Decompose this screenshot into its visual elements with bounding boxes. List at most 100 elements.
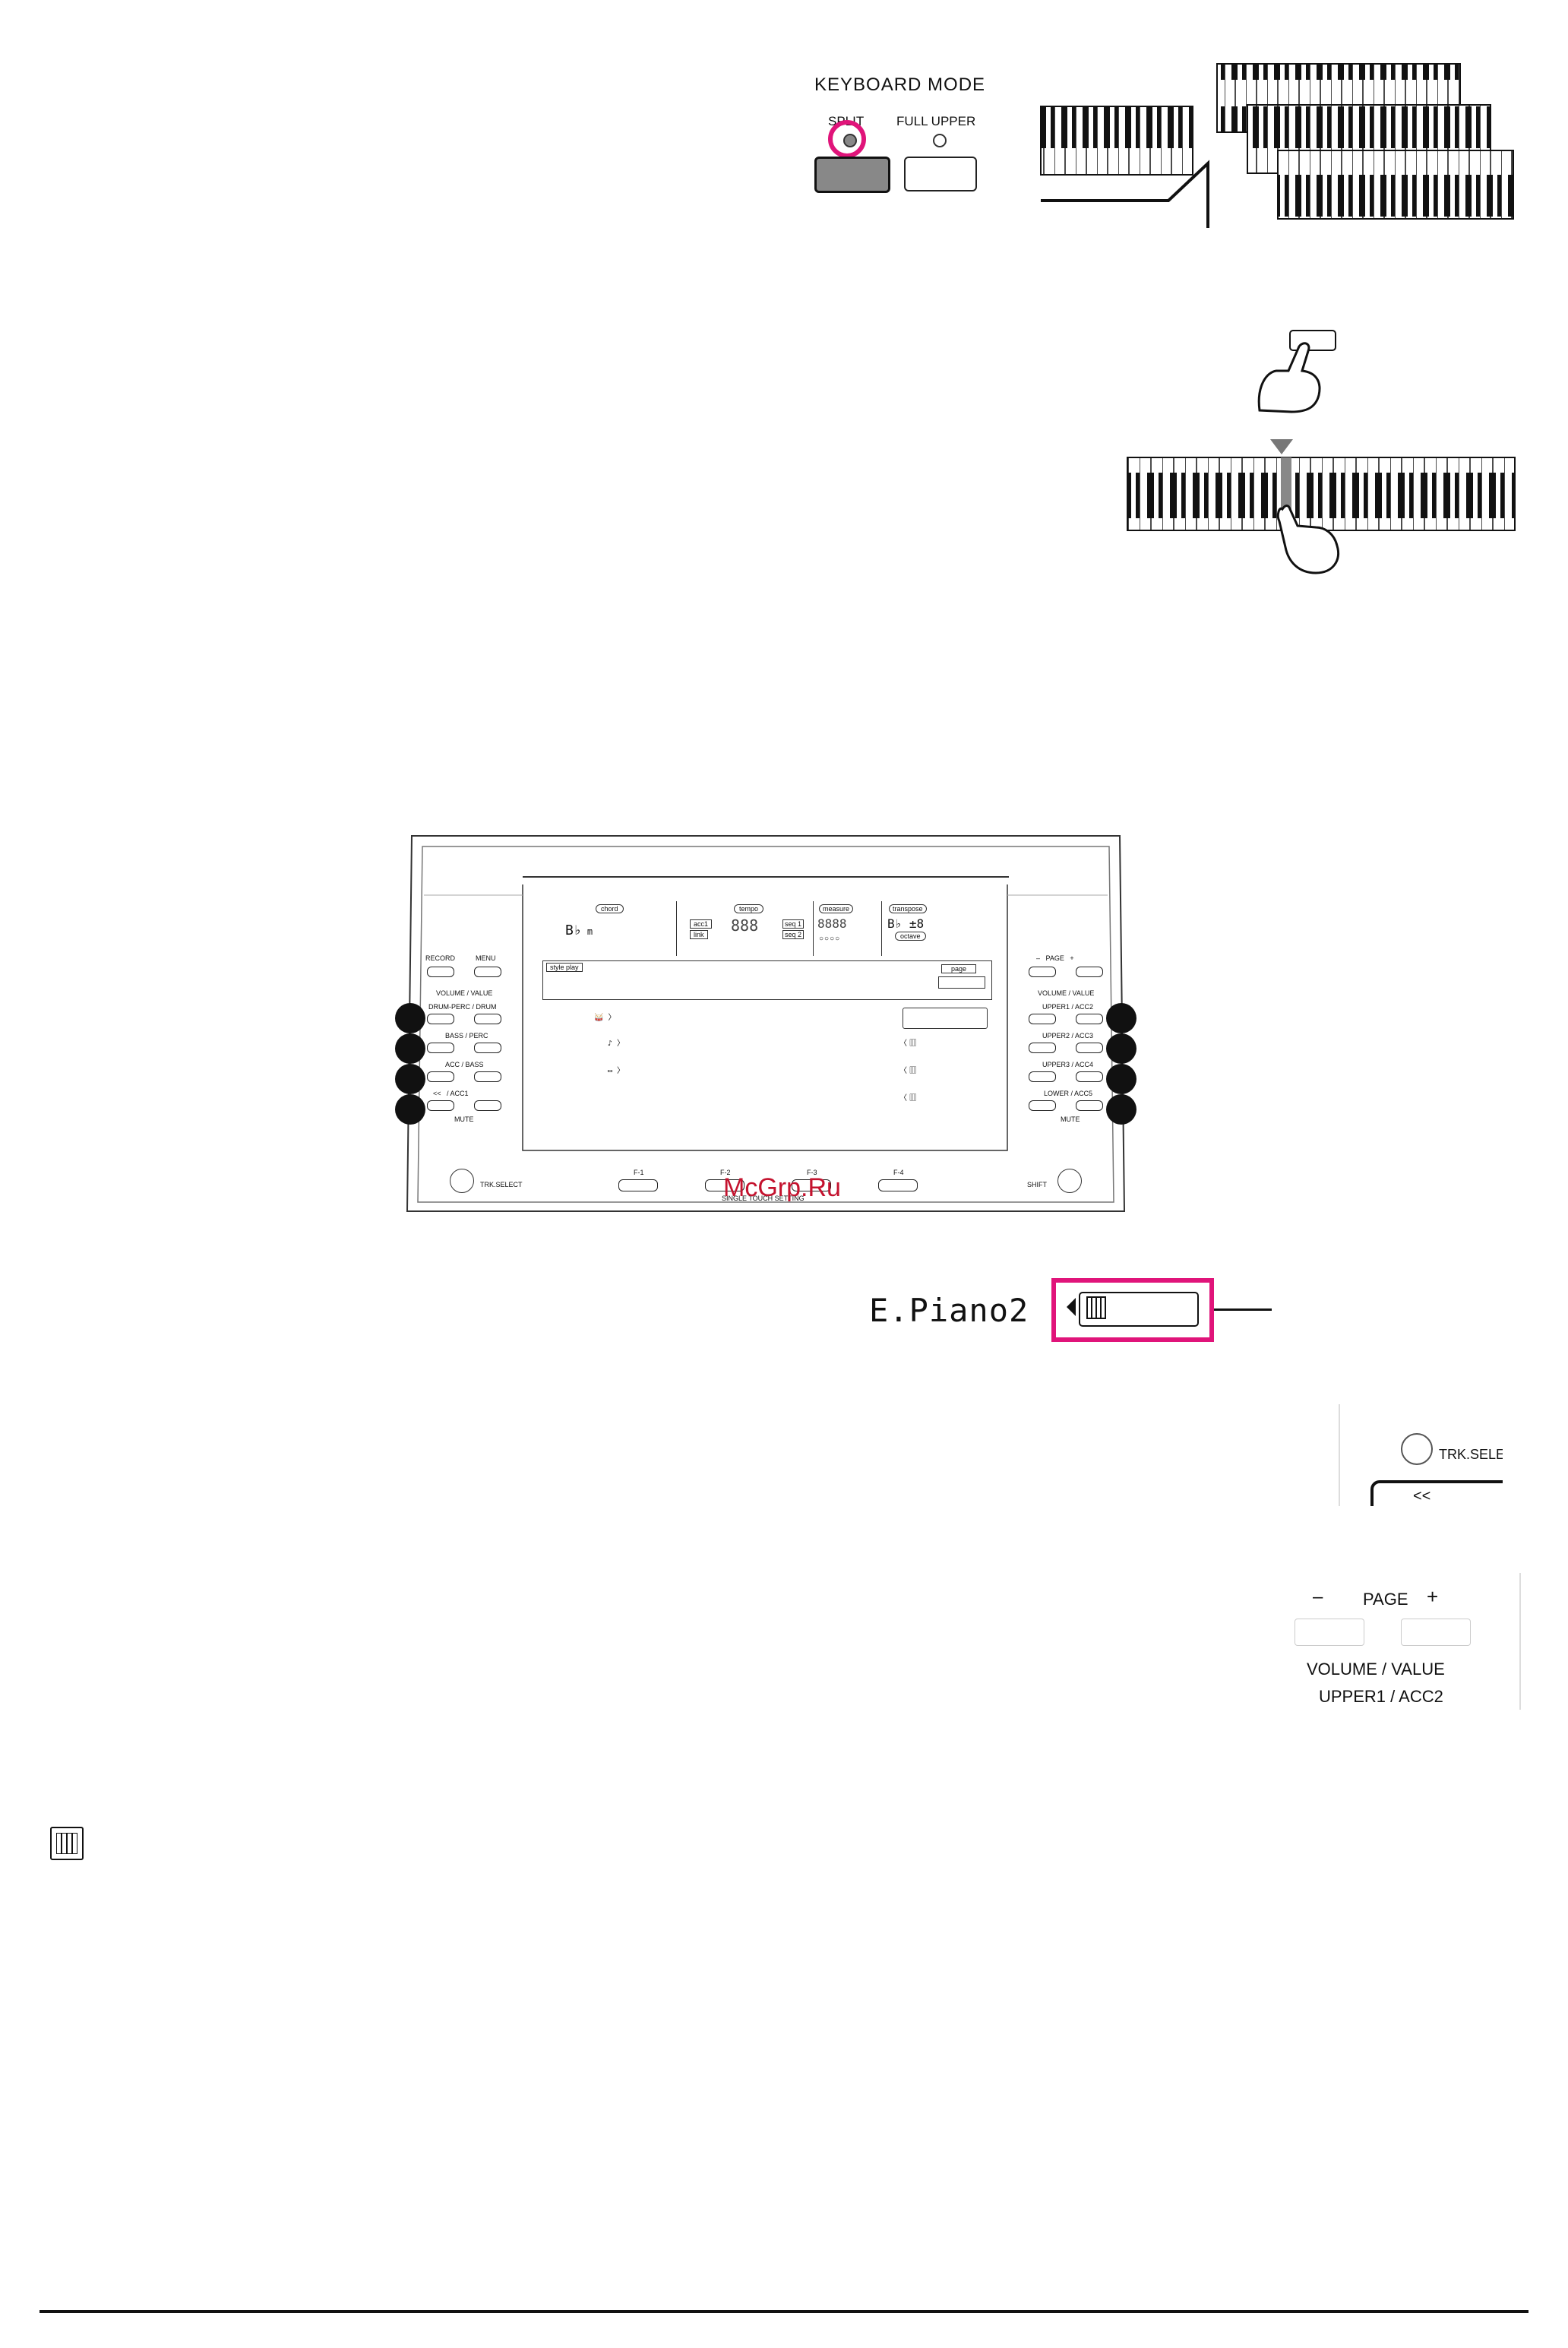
measure-label: measure [819, 904, 854, 913]
single-touch-label: SINGLE TOUCH SETTING [722, 1195, 805, 1202]
bass-perc-button-a[interactable] [427, 1043, 454, 1053]
left-callout-dot-3 [395, 1064, 425, 1094]
upper2-button-a[interactable] [1029, 1043, 1056, 1053]
track-arrow-icon [1067, 1298, 1076, 1316]
bass-track-icon: ♪ 〉 [608, 1040, 625, 1048]
f2-label: F-2 [720, 1169, 731, 1176]
f1-button[interactable] [618, 1179, 658, 1191]
tempo-label: tempo [734, 904, 764, 913]
page-crop-volume-value: VOLUME / VALUE [1307, 1660, 1445, 1679]
left-callout-dot-4 [395, 1094, 425, 1125]
track-sound-name: E.Piano2 [869, 1292, 1029, 1329]
left-callout-dot-2 [395, 1033, 425, 1064]
acc-bass-button-a[interactable] [427, 1071, 454, 1082]
right-row1-label: UPPER1 / ACC2 [1042, 1003, 1094, 1011]
f3-button[interactable] [792, 1179, 831, 1191]
page-minus-button[interactable] [1029, 967, 1056, 977]
left-row3-label: ACC / BASS [445, 1061, 484, 1068]
drum-track-icon: 🥁 〉 [594, 1014, 616, 1022]
f4-button[interactable] [878, 1179, 918, 1191]
keyboard-split-illustration [1040, 63, 1514, 228]
split-button[interactable] [814, 157, 890, 193]
track-highlight-box [1051, 1278, 1214, 1342]
trk-select-knob[interactable] [450, 1169, 474, 1193]
right-callout-dot-2 [1106, 1033, 1136, 1064]
page-footer-rule [40, 2310, 1528, 2313]
upper1-track-slot [903, 1008, 988, 1029]
drum-perc-button-b[interactable] [474, 1014, 501, 1024]
left-callout-dot-1 [395, 1003, 425, 1033]
acc1-button-a[interactable] [427, 1100, 454, 1111]
record-button[interactable] [427, 967, 454, 977]
page-crop-plus-button[interactable] [1401, 1619, 1471, 1646]
upper2-button-b[interactable] [1076, 1043, 1103, 1053]
shift-label: SHIFT [1027, 1181, 1047, 1188]
full-upper-label: FULL UPPER [896, 114, 976, 128]
right-row4-label: LOWER / ACC5 [1044, 1090, 1093, 1097]
watermark: McGrp.Ru [723, 1173, 841, 1202]
acc1-badge: acc1 [690, 919, 713, 929]
upper1-button-b[interactable] [1076, 1014, 1103, 1024]
left-mute-label: MUTE [454, 1115, 474, 1123]
right-row3-label: UPPER3 / ACC4 [1042, 1061, 1094, 1068]
trk-select-crop-label: TRK.SELE [1439, 1447, 1503, 1462]
right-mute-label: MUTE [1061, 1115, 1080, 1123]
full-upper-button[interactable] [904, 157, 977, 191]
seq1-badge: seq 1 [782, 919, 805, 929]
left-row4-label: << / ACC1 [433, 1090, 469, 1097]
piano-icon [50, 1827, 84, 1860]
style-play-label: style play [546, 963, 583, 972]
left-row1-label: DRUM-PERC / DRUM [428, 1003, 497, 1011]
link-badge: link [690, 930, 708, 939]
f2-button[interactable] [705, 1179, 744, 1191]
transpose-value: B♭ ±8 [887, 916, 925, 931]
right-volume-value-label: VOLUME / VALUE [1038, 989, 1095, 997]
page-indicator: page [941, 964, 977, 973]
upper1-button-a[interactable] [1029, 1014, 1056, 1024]
finger-press-illustration [1127, 330, 1516, 574]
lower-button-a[interactable] [1029, 1100, 1056, 1111]
trk-select-label: TRK.SELECT [480, 1181, 523, 1188]
acc-bass-button-b[interactable] [474, 1071, 501, 1082]
right-callout-dot-1 [1106, 1003, 1136, 1033]
beat-dots: ○○○○ [819, 935, 841, 943]
menu-button[interactable] [474, 967, 501, 977]
seq2-badge: seq 2 [782, 930, 805, 939]
bass-perc-button-b[interactable] [474, 1043, 501, 1053]
piano-sound-icon [1086, 1296, 1106, 1319]
lower-button-b[interactable] [1076, 1100, 1103, 1111]
page-plus-sign: + [1427, 1585, 1439, 1608]
trk-select-crop-knob[interactable] [1401, 1433, 1433, 1465]
right-row2-label: UPPER2 / ACC3 [1042, 1032, 1094, 1040]
record-label: RECORD [425, 954, 456, 962]
display-screen: chord B♭ m tempo acc1 link 888 seq 1 seq… [542, 901, 991, 956]
tempo-digits: 888 [731, 916, 759, 935]
octave-label: octave [895, 932, 926, 941]
upper3-button-b[interactable] [1076, 1071, 1103, 1082]
acc1-button-b[interactable] [474, 1100, 501, 1111]
page-crop: – PAGE + VOLUME / VALUE UPPER1 / ACC2 [1276, 1573, 1521, 1710]
transpose-label: transpose [889, 904, 927, 913]
page-crop-label: PAGE [1363, 1590, 1408, 1609]
right-callout-dot-3 [1106, 1064, 1136, 1094]
page-crop-upper1: UPPER1 / ACC2 [1319, 1687, 1443, 1706]
f4-label: F-4 [893, 1169, 904, 1176]
menu-label: MENU [476, 954, 496, 962]
measure-digits: 8888 [817, 916, 847, 931]
shift-knob[interactable] [1057, 1169, 1082, 1193]
trk-select-crop: TRK.SELE << [1339, 1404, 1503, 1506]
upper3-button-a[interactable] [1029, 1071, 1056, 1082]
callout-line [1214, 1308, 1272, 1311]
trk-select-crop-button[interactable] [1370, 1480, 1503, 1506]
panel-outline [406, 835, 1126, 1212]
f3-label: F-3 [807, 1169, 817, 1176]
lower-track-icon: 〈 ▥ [899, 1094, 917, 1103]
style-play-bar: style play page [542, 960, 992, 1000]
upper2-track-icon: 〈 ▥ [899, 1040, 917, 1048]
page-plus-button[interactable] [1076, 967, 1103, 977]
upper3-track-icon: 〈 ▥ [899, 1067, 917, 1075]
drum-perc-button-a[interactable] [427, 1014, 454, 1024]
track-slot [1079, 1292, 1199, 1327]
page-crop-minus-button[interactable] [1295, 1619, 1364, 1646]
right-callout-dot-4 [1106, 1094, 1136, 1125]
